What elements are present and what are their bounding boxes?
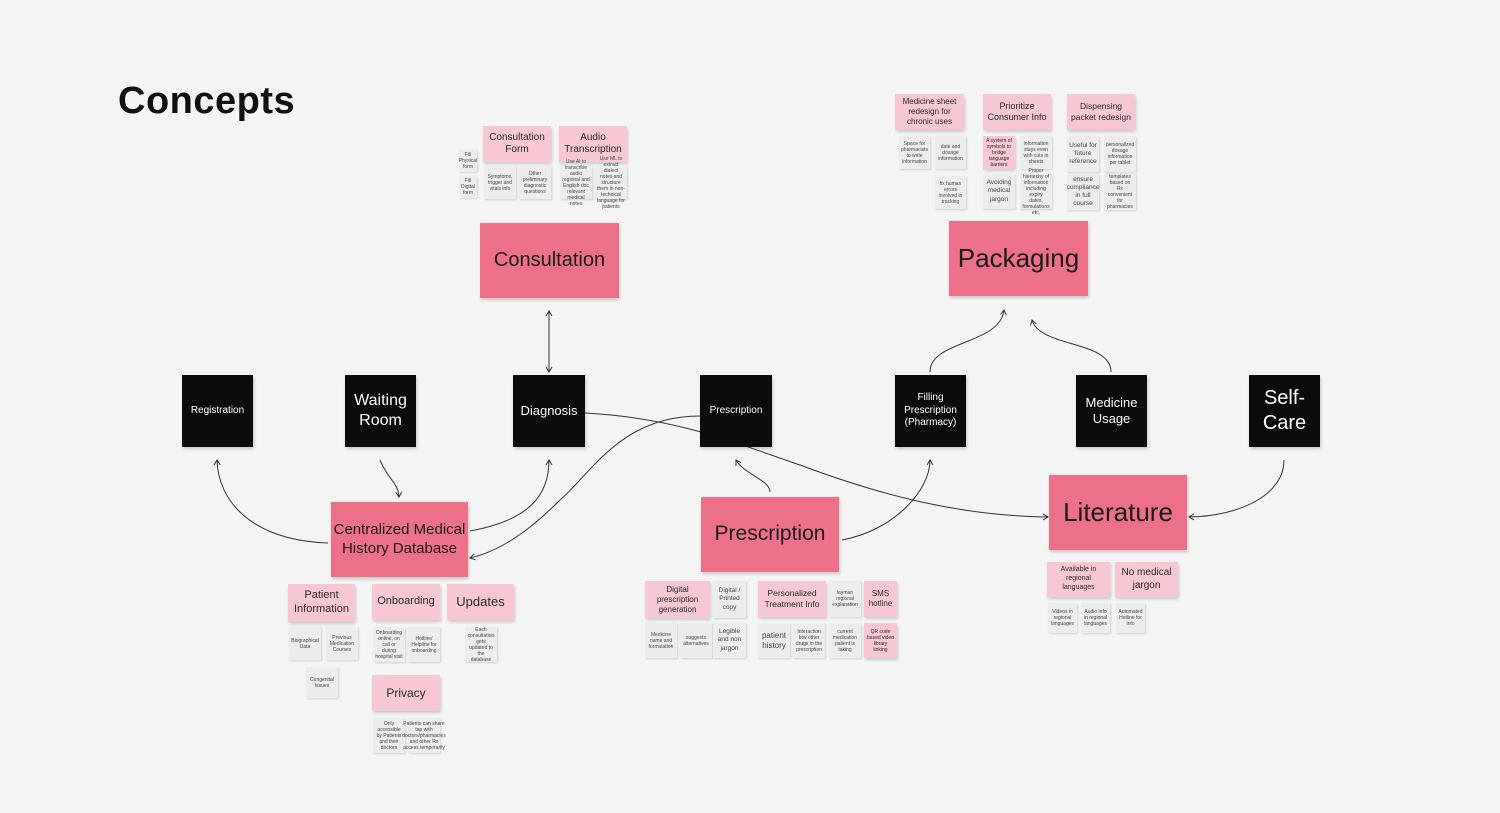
detail-layman-explanation[interactable]: layman regional explanation	[829, 581, 861, 617]
detail-automated-hotline[interactable]: Automated Hotline for info	[1116, 603, 1145, 633]
feature-consultation-form[interactable]: Consultation Form	[483, 126, 551, 162]
stage-prescription[interactable]: Prescription	[700, 375, 772, 447]
detail-fill-physical[interactable]: Fill Physical form	[458, 150, 478, 172]
detail-avoid-jargon[interactable]: Avoiding medical jargon	[983, 174, 1015, 209]
feature-personalized-treatment[interactable]: Personalized Treatment Info	[758, 581, 826, 617]
concept-packaging[interactable]: Packaging	[949, 221, 1088, 296]
detail-audio-note-2[interactable]: Use ML to extract dialect notes and stru…	[595, 156, 627, 210]
detail-symptoms[interactable]: Symptoms, trigger and vitals info	[484, 166, 516, 199]
concept-prescription[interactable]: Prescription	[701, 497, 839, 572]
detail-biographical[interactable]: Biographical Data	[289, 627, 321, 660]
feature-updates[interactable]: Updates	[447, 584, 514, 620]
detail-fill-digital[interactable]: Fill Digital form	[459, 176, 477, 198]
arrow-prescriptionconcept-filling	[841, 459, 934, 541]
concept-consultation[interactable]: Consultation	[480, 223, 619, 298]
stage-filling-prescription[interactable]: Filling Prescription (Pharmacy)	[895, 375, 966, 447]
arrow-selfcare-literature	[1188, 459, 1285, 521]
detail-hotline[interactable]: Hotline/ Helpline for onboarding	[408, 627, 440, 662]
feature-privacy[interactable]: Privacy	[372, 675, 440, 711]
detail-fix-errors[interactable]: fix human errors involved in tracking	[935, 176, 966, 209]
feature-regional-languages[interactable]: Available in regional languages	[1047, 562, 1110, 597]
feature-onboarding[interactable]: Onboarding	[372, 584, 440, 620]
detail-other-questions[interactable]: Other preliminary diagnostic questions	[519, 166, 551, 199]
feature-audio-transcription[interactable]: Audio Transcription	[559, 126, 627, 162]
feature-patient-information[interactable]: Patient Information	[288, 584, 355, 622]
stage-self-care[interactable]: Self-Care	[1249, 375, 1320, 447]
stage-medicine-usage[interactable]: Medicine Usage	[1076, 375, 1147, 447]
detail-qr-video[interactable]: QR code based video library linking	[864, 623, 897, 658]
arrow-prescription-database	[469, 415, 701, 561]
detail-suggests-alternatives[interactable]: suggests alternatives	[680, 623, 712, 658]
detail-interaction[interactable]: Interaction btw other drugs in the presc…	[793, 623, 825, 658]
arrow-filling-packaging	[929, 309, 1007, 373]
detail-patients-share[interactable]: Patients can share tap with doctors/phar…	[402, 718, 446, 753]
detail-personalized-dosage[interactable]: personalized dosage information per tabl…	[1104, 136, 1136, 172]
feature-medicine-sheet[interactable]: Medicine sheet redesign for chronic uses	[895, 94, 964, 130]
detail-each-consultation[interactable]: Each consultation gets updated to the da…	[465, 627, 497, 663]
arrow-prescriptionconcept-prescription	[735, 459, 771, 493]
detail-congenital[interactable]: Congenital Issues	[306, 667, 338, 698]
detail-audio-note-1[interactable]: Use AI to transcribe audio regional and …	[560, 159, 592, 207]
page-title: Concepts	[118, 80, 296, 122]
stage-waiting-room[interactable]: Waiting Room	[345, 375, 416, 447]
detail-patient-history[interactable]: patient history	[758, 623, 790, 658]
feature-digital-prescription[interactable]: Digital prescription generation	[645, 581, 710, 618]
detail-legible[interactable]: Legible and non jargon	[713, 623, 746, 658]
feature-prioritize-consumer-info[interactable]: Prioritize Consumer Info	[983, 94, 1051, 130]
concept-literature[interactable]: Literature	[1049, 475, 1187, 550]
arrow-usage-packaging	[1030, 319, 1112, 373]
arrow-database-registration	[213, 459, 329, 544]
detail-templates[interactable]: templates based on Rx convenient for pha…	[1104, 174, 1136, 210]
detail-current-medication[interactable]: current medication patient is taking	[829, 623, 861, 658]
detail-info-stays[interactable]: information stays even with cuts in shee…	[1020, 136, 1052, 169]
detail-medicine-name[interactable]: Medicine name and formulation	[645, 623, 677, 658]
detail-ensure-compliance[interactable]: ensure compliance in full course	[1067, 174, 1099, 210]
concept-database[interactable]: Centralized Medical History Database	[331, 502, 468, 577]
stage-registration[interactable]: Registration	[182, 375, 253, 447]
feature-dispensing-packet[interactable]: Dispensing packet redesign	[1067, 94, 1135, 130]
detail-space-pharmacists[interactable]: Space for pharmacists to write informati…	[899, 136, 930, 169]
detail-symbols[interactable]: A system of symbols to bridge language b…	[983, 136, 1015, 169]
stage-diagnosis[interactable]: Diagnosis	[513, 375, 585, 447]
detail-previous-medication[interactable]: Previous Medication Courses	[326, 627, 358, 660]
detail-useful-reference[interactable]: Useful for future reference	[1067, 136, 1099, 172]
arrow-waitingroom-database	[379, 459, 403, 498]
feature-no-medical-jargon[interactable]: No medical jargon	[1115, 562, 1178, 597]
detail-hierarchy[interactable]: Proper hierarchy of information includin…	[1020, 168, 1052, 216]
detail-date-dosage[interactable]: date and dosage information	[935, 136, 966, 169]
detail-videos-regional[interactable]: Videos in regional languages	[1048, 603, 1077, 633]
feature-sms-hotline[interactable]: SMS hotline	[864, 581, 897, 617]
detail-only-accessible[interactable]: Only accessible by Patients and their do…	[373, 718, 405, 753]
detail-onboard-desc[interactable]: Onboarding online, on call or during hos…	[373, 627, 405, 662]
arrow-database-diagnosis	[469, 459, 553, 532]
detail-audio-regional[interactable]: Audio info in regional languages	[1081, 603, 1110, 633]
detail-digital-copy[interactable]: Digital / Printed copy	[713, 581, 746, 618]
